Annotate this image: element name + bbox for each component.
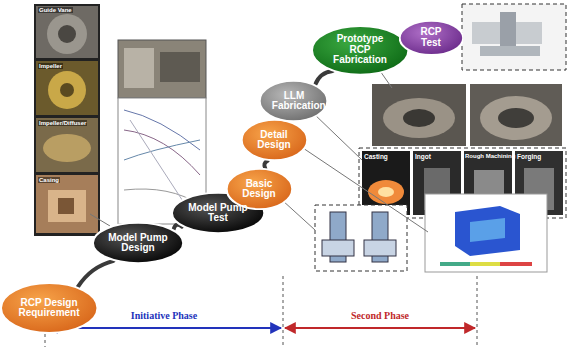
phase-name: RCP Test: [410, 27, 451, 48]
phase-name: Basic Design: [238, 179, 281, 200]
photo-caption: Rough Machining: [465, 153, 515, 159]
phase-name: RCP Design Requirement: [16, 298, 81, 319]
part-photos: [34, 4, 100, 236]
photo-caption: Guide Vane: [38, 7, 73, 13]
phase-ellipse: RCP Test: [399, 20, 464, 56]
phase-ellipse: LLM Fabrication: [259, 80, 328, 122]
phase-label: Second Phase: [351, 310, 409, 321]
process-path: [315, 71, 332, 84]
phase-ellipse: RCP Design Requirement: [0, 282, 98, 334]
phase-arrow: [285, 327, 475, 329]
leader-lines: [90, 38, 462, 232]
fem-plot: [425, 194, 547, 272]
phase-name: Model Pump Design: [108, 233, 169, 254]
process-path: [264, 161, 267, 169]
phase-name: Detail Design: [253, 130, 296, 151]
photo-caption: Casting: [364, 153, 388, 160]
photo-caption: Ingot: [415, 153, 431, 160]
photo-caption: Casing: [38, 177, 60, 183]
phase-ellipse: Detail Design: [241, 119, 308, 161]
phase-ellipse: Model Pump Design: [92, 222, 184, 264]
phase-dividers: [45, 276, 477, 347]
phase-name: LLM Fabrication: [272, 91, 316, 112]
photo-caption: Forging: [517, 153, 541, 160]
phase-label: Initiative Phase: [131, 310, 197, 321]
phase-ellipse: Prototype RCP Fabrication: [311, 25, 409, 76]
test-stand-photo: [462, 4, 566, 70]
phase-arrow: [47, 327, 281, 329]
photo-caption: Impeller: [38, 63, 63, 69]
photo-caption: Impeller/Diffuser: [38, 120, 87, 126]
phase-ellipse: Basic Design: [226, 168, 293, 210]
phase-name: Model Pump Test: [187, 203, 249, 224]
phase-name: Prototype RCP Fabrication: [327, 34, 392, 66]
casing-photos: [372, 84, 562, 146]
pump-drawing: [315, 205, 407, 271]
process-path: [78, 261, 114, 287]
